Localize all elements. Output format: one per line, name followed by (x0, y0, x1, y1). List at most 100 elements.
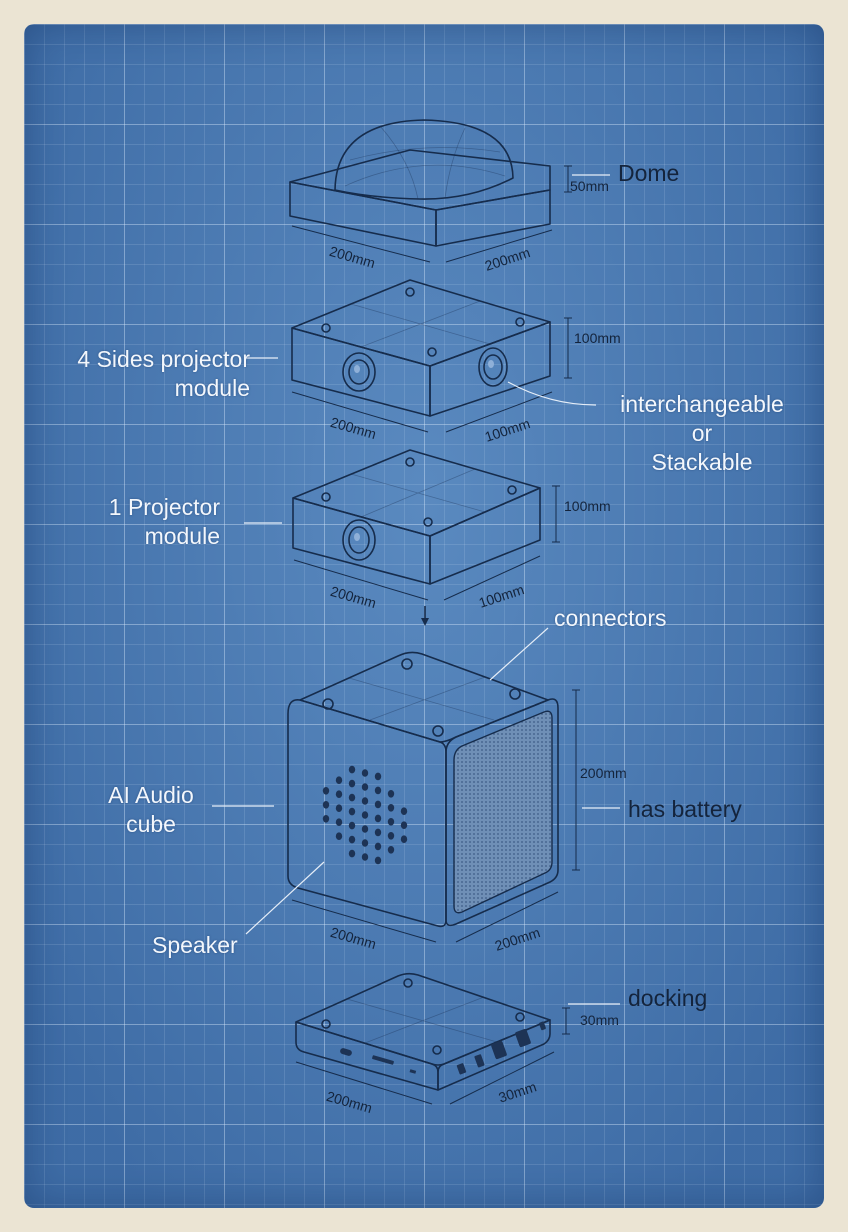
four-sides-front (291, 327, 431, 417)
sd-slot-icon (372, 1055, 394, 1065)
usb-port-icon (474, 1054, 485, 1068)
speaker-hole (322, 801, 330, 809)
leader-lines (212, 174, 620, 1005)
dimension-lines (291, 165, 580, 1105)
dock-front (295, 1021, 439, 1091)
interchangeable-label: interchangeable or Stackable (589, 390, 815, 477)
speaker-hole (335, 804, 343, 812)
speaker-hole (374, 828, 382, 837)
cube-front-face (287, 698, 447, 928)
speaker-hole (348, 849, 356, 858)
four-sides-top (291, 279, 551, 367)
four-sides-projector-label: 4 Sides projector module (50, 345, 250, 403)
speaker-hole (335, 818, 343, 826)
one-projector-label: 1 Projector module (40, 493, 220, 551)
dock-right (437, 1019, 551, 1091)
led-indicator-icon (409, 1069, 417, 1074)
one-projector-front (292, 497, 431, 585)
speaker-hole (387, 790, 395, 798)
connectors-label: connectors (554, 605, 667, 631)
hdmi-port-icon (515, 1028, 531, 1048)
speaker-hole (322, 787, 330, 795)
four-sides-projector-label-line2: module (174, 375, 250, 401)
speaker-hole (322, 815, 330, 823)
exploded-view-drawing (212, 119, 620, 1105)
speaker-hole (348, 779, 356, 788)
connector-pin-icon (515, 1012, 525, 1022)
one-projector-right (429, 487, 541, 585)
ai-audio-cube-label-line1: AI Audio (108, 782, 194, 808)
dome-base-right (435, 189, 551, 247)
speaker-hole (374, 800, 382, 809)
speaker-hole (335, 790, 343, 798)
connector-pin-icon (321, 323, 331, 333)
one-projector-module (292, 449, 541, 585)
speaker-label: Speaker (152, 932, 238, 958)
connector-pin-icon (432, 725, 444, 737)
docking-module (295, 972, 551, 1091)
one-projector-label-line2: module (144, 523, 220, 549)
one-projector-height-dim: 100mm (564, 498, 611, 514)
interchangeable-label-line2: or (691, 420, 713, 446)
connector-pin-icon (321, 1019, 331, 1029)
connector-pin-icon (405, 457, 415, 467)
one-projector-top (292, 449, 541, 537)
dome-base-top (289, 149, 551, 211)
four-sides-projector-module (291, 279, 551, 417)
ai-audio-cube-label: AI Audio cube (86, 781, 216, 839)
speaker-hole (348, 765, 356, 774)
speaker-hole (335, 776, 343, 784)
speaker-hole (400, 835, 408, 843)
speaker-hole (400, 807, 408, 815)
four-sides-right (429, 321, 551, 417)
four-sides-height-dim: 100mm (574, 330, 621, 346)
dome-label: Dome (618, 160, 680, 186)
projector-lens-icon (478, 347, 508, 387)
speaker-hole (387, 846, 395, 854)
speaker-hole (348, 793, 356, 802)
connector-pin-icon (515, 317, 525, 327)
speaker-hole (348, 835, 356, 844)
dock-top (295, 972, 551, 1066)
cube-height-dim: 200mm (580, 765, 627, 781)
speaker-hole (361, 769, 369, 777)
speaker-hole (387, 804, 395, 812)
speaker-hole (361, 839, 369, 847)
stack-arrow-icon (421, 606, 429, 626)
speaker-hole (361, 853, 369, 861)
hdmi-port-icon (491, 1040, 507, 1060)
speaker-hole (361, 825, 369, 833)
dome-height-dim: 50mm (570, 178, 609, 194)
speaker-hole (348, 807, 356, 816)
dome-module (289, 119, 551, 247)
speaker-hole (361, 783, 369, 791)
connector-pin-icon (509, 688, 521, 700)
speaker-hole (335, 832, 343, 840)
connector-pin-icon (405, 287, 415, 297)
docking-label: docking (628, 985, 708, 1011)
four-sides-projector-label-line1: 4 Sides projector (77, 346, 250, 372)
speaker-hole (348, 821, 356, 830)
projector-lens-icon (342, 519, 376, 561)
speaker-hole (387, 818, 395, 826)
connector-pin-icon (322, 698, 334, 710)
speaker-hole (374, 856, 382, 865)
speaker-hole (374, 814, 382, 823)
connector-pin-icon (432, 1045, 442, 1055)
battery-mesh-panel (453, 710, 553, 914)
port-icon (539, 1021, 546, 1031)
dock-height-dim: 30mm (580, 1012, 619, 1028)
one-projector-label-line1: 1 Projector (108, 494, 220, 520)
ai-audio-cube (287, 651, 559, 928)
usb-c-port-icon (340, 1048, 352, 1056)
speaker-hole (400, 821, 408, 829)
dome-base-front (289, 181, 437, 247)
connector-pin-icon (427, 347, 437, 357)
ai-audio-cube-label-line2: cube (126, 811, 176, 837)
speaker-hole (361, 811, 369, 819)
connector-pin-icon (507, 485, 517, 495)
speaker-hole (374, 842, 382, 851)
dome-cap (334, 119, 514, 200)
projector-lens-icon (342, 352, 376, 392)
blueprint-sheet: Dome 4 Sides projector module interchang… (24, 24, 824, 1208)
